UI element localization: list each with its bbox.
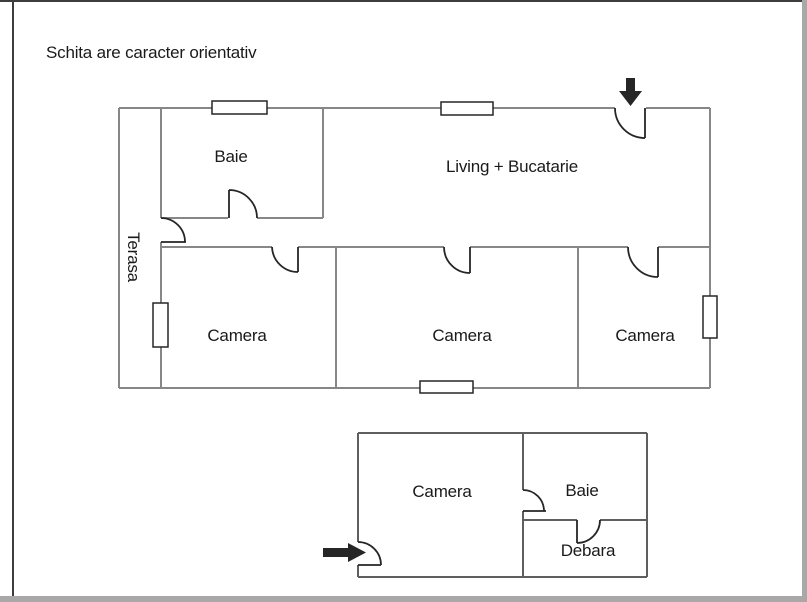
upper-plan-doors [160, 107, 659, 278]
room-label-lower-baie: Baie [565, 481, 598, 500]
frame-bottom [0, 596, 807, 602]
room-label-camera2: Camera [432, 326, 492, 345]
disclaimer-title: Schita are caracter orientativ [46, 43, 257, 62]
window-living-icon [440, 101, 494, 116]
room-label-baie: Baie [214, 147, 247, 166]
window-baie-icon [211, 100, 268, 115]
room-label-lower-camera: Camera [412, 482, 472, 501]
room-label-debara: Debara [561, 541, 616, 560]
entrance-arrow-down-icon [619, 78, 642, 106]
lower-entrance-door-icon [357, 541, 382, 566]
window-camera2-icon [419, 380, 474, 394]
main-entrance-door-icon [614, 107, 646, 139]
terasa-door-icon [160, 217, 186, 243]
baie-door-icon [228, 189, 258, 219]
camera2-door-icon [443, 246, 471, 274]
room-label-camera3: Camera [615, 326, 675, 345]
room-label-living: Living + Bucatarie [446, 157, 578, 176]
upper-plan-labels: Baie Living + Bucatarie Terasa Camera Ca… [124, 147, 676, 345]
entrance-arrow-right-icon [323, 543, 366, 562]
lower-plan-doors [357, 489, 601, 566]
lower-plan-labels: Camera Baie Debara [412, 481, 616, 560]
frame-left [12, 0, 14, 602]
frame-right [802, 0, 807, 602]
camera1-door-icon [271, 246, 299, 273]
upper-plan-walls [118, 107, 711, 389]
upper-plan-windows [152, 100, 718, 394]
camera3-door-icon [627, 246, 659, 278]
frame-top [0, 0, 807, 2]
lower-baie-door-icon [522, 489, 546, 512]
window-camera3-icon [702, 295, 718, 339]
debara-door-icon [576, 519, 601, 544]
window-camera1-icon [152, 302, 169, 348]
room-label-terasa: Terasa [124, 232, 143, 283]
lower-plan-walls [357, 432, 648, 578]
room-label-camera1: Camera [207, 326, 267, 345]
